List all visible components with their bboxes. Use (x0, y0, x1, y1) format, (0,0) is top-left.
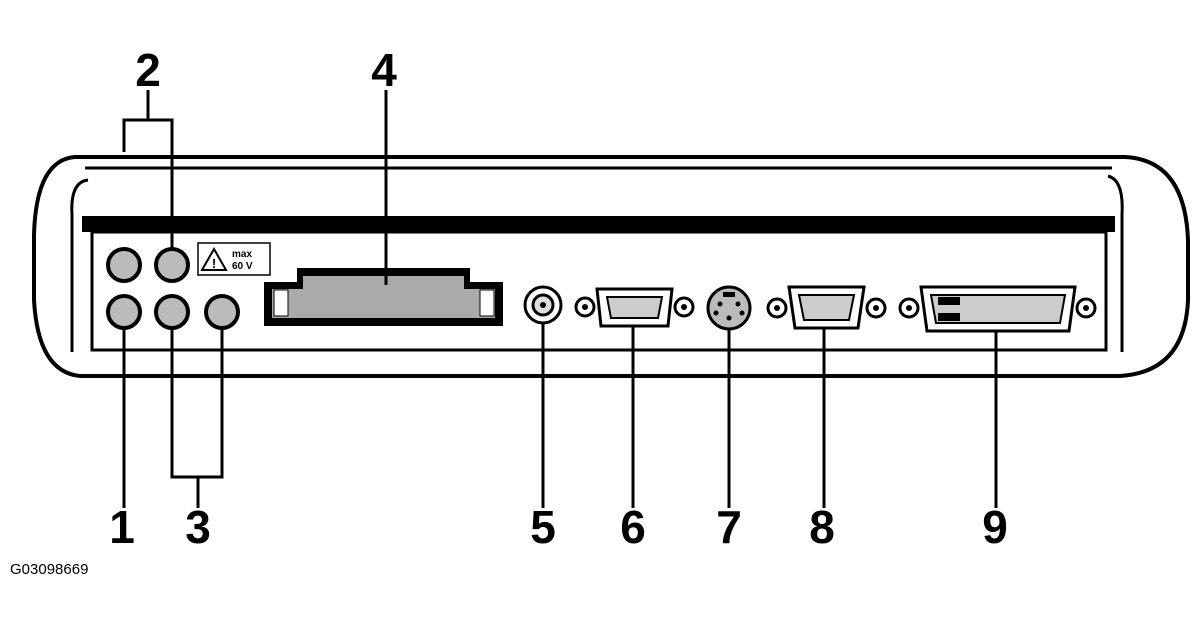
warning-label: ! max 60 V (197, 242, 271, 276)
figure-id: G03098669 (10, 561, 89, 578)
svg-text:!: ! (212, 256, 216, 271)
jack-bottom-1 (106, 294, 142, 330)
lid-band (85, 168, 1112, 216)
warning-line2: 60 V (232, 261, 253, 272)
callout-5: 5 (530, 501, 556, 553)
left-handle (70, 178, 89, 352)
callout-9: 9 (982, 501, 1008, 553)
callout-8: 8 (809, 501, 835, 553)
jack-bottom-3 (204, 294, 240, 330)
vga-port (766, 285, 887, 330)
parallel-port (898, 285, 1097, 333)
callout-1: 1 (109, 501, 135, 553)
jack-top-right (154, 247, 190, 283)
serial-port (574, 287, 695, 328)
callout-7: 7 (716, 501, 742, 553)
callout-4: 4 (371, 44, 397, 96)
warning-triangle-icon (200, 246, 228, 271)
callout-2: 2 (135, 44, 161, 96)
mini-din-port (706, 285, 752, 331)
right-handle (1107, 174, 1124, 352)
jack-bottom-2 (154, 294, 190, 330)
warning-line1: max (232, 249, 252, 260)
jack-top-left (106, 247, 142, 283)
rear-ledge (82, 216, 1115, 232)
leader-lines (122, 90, 998, 508)
power-jack (523, 285, 563, 325)
callout-3: 3 (185, 501, 211, 553)
callout-6: 6 (620, 501, 646, 553)
expansion-slot (264, 268, 503, 326)
